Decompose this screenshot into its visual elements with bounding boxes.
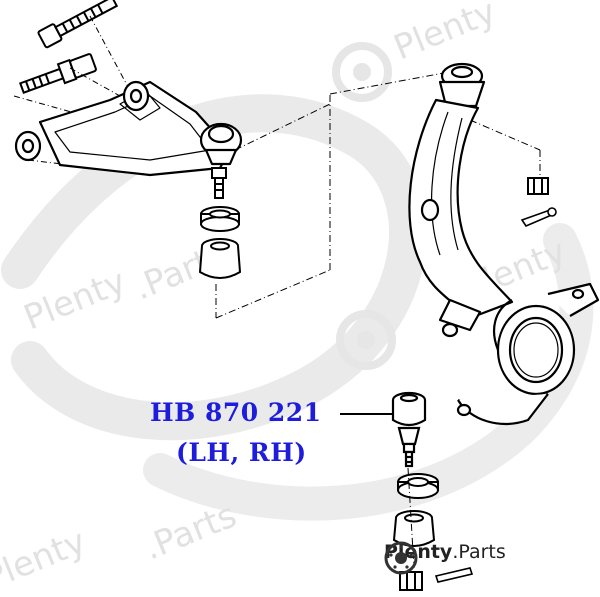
- lower-ball-joint: [391, 391, 427, 468]
- watermark-text-5: .Parts: [138, 495, 242, 568]
- brake-disc-icon: [384, 541, 418, 575]
- lower-cotter-pin: [434, 567, 474, 583]
- lower-dust-boot: [392, 510, 436, 547]
- long-bolt-bottom: [19, 53, 97, 94]
- steering-knuckle: [408, 62, 600, 425]
- watermark-text-6: Plenty: [0, 522, 92, 597]
- upper-control-arm: [14, 80, 243, 177]
- knuckle-nut: [527, 177, 549, 195]
- upper-ball-joint-stud: [211, 167, 227, 199]
- long-bolt-top: [37, 0, 119, 49]
- watermark-text-1: Plenty: [388, 0, 501, 68]
- lower-snap-ring: [397, 473, 439, 499]
- assembly-boundary: [215, 69, 541, 319]
- brand-rest: .Parts: [452, 541, 506, 563]
- lower-leader-line: [407, 467, 415, 569]
- upper-dust-boot: [198, 238, 242, 279]
- cotter-pin: [520, 207, 557, 227]
- upper-dust-boot-ring: [200, 206, 240, 232]
- brand-watermark: Plenty.Parts: [384, 541, 506, 575]
- knuckle-arm-hole: [420, 198, 440, 222]
- side-label: (LH, RH): [176, 438, 307, 467]
- lower-castle-nut: [399, 571, 423, 591]
- watermark-disc-icon-top: [332, 42, 392, 102]
- part-number-label: HB 870 221: [150, 398, 322, 427]
- hub-bore-inner: [508, 316, 564, 384]
- watermark-disc-icon-mid: [336, 310, 396, 370]
